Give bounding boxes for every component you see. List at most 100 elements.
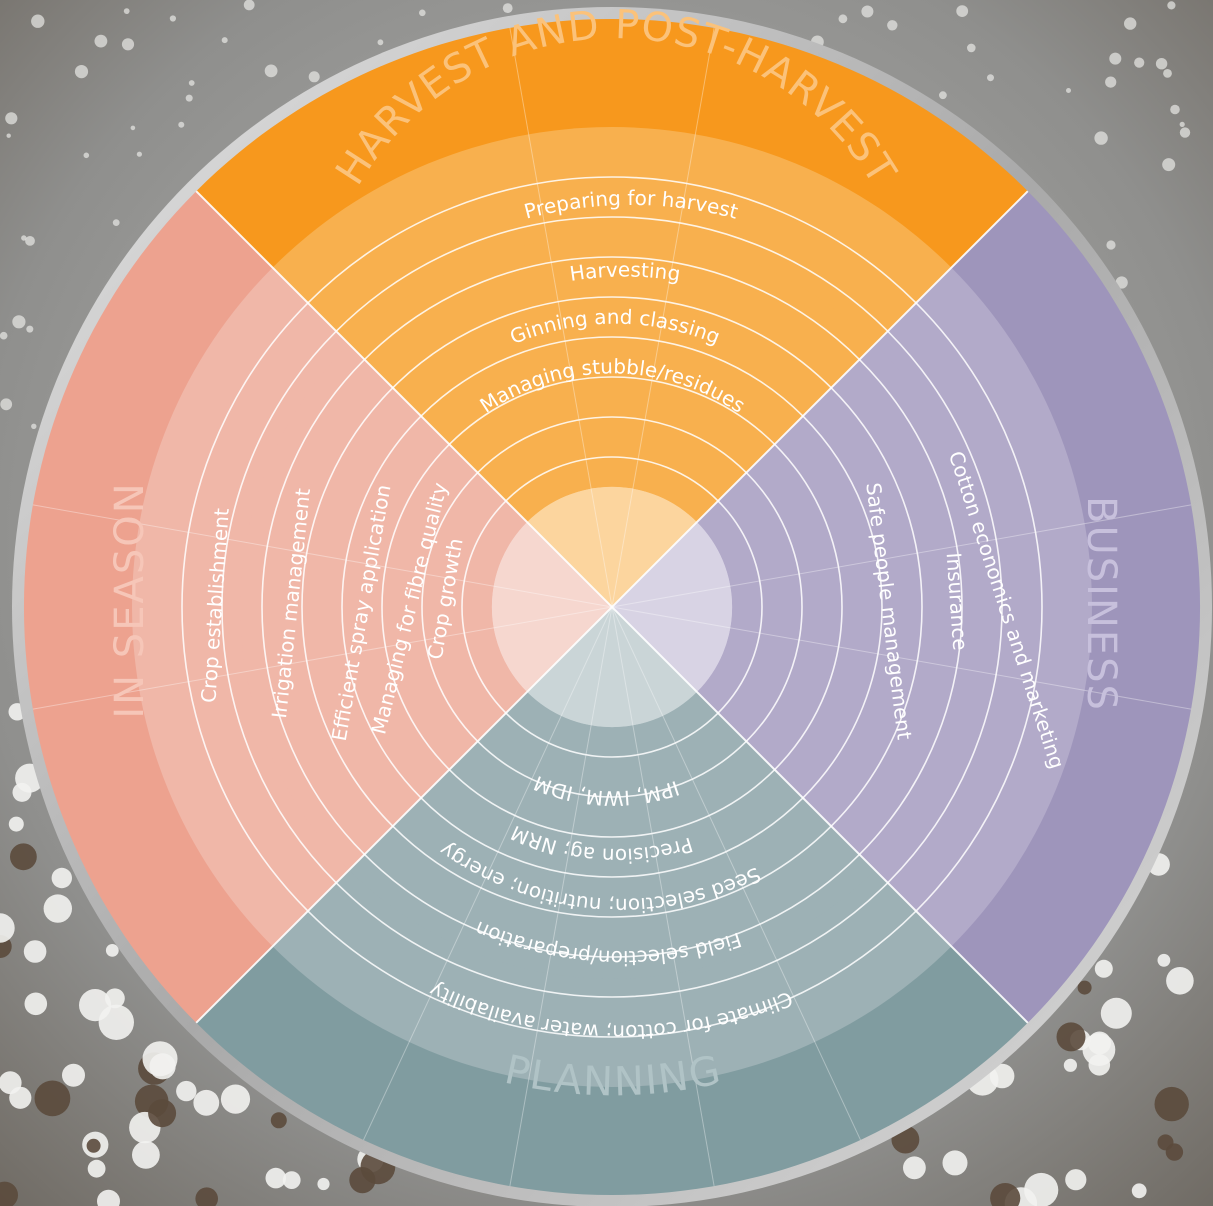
cotton-boll (887, 20, 898, 31)
cotton-boll (1154, 1086, 1189, 1122)
ring-line (301, 296, 923, 918)
cotton-boll (861, 5, 874, 18)
cotton-boll (136, 151, 142, 157)
cotton-boll (942, 1150, 968, 1176)
cotton-boll (148, 1099, 177, 1128)
wedge-business-inner (612, 344, 984, 870)
cotton-boll (0, 913, 15, 943)
cotton-boll (123, 8, 130, 15)
cotton-boll (105, 944, 119, 957)
cotton-boll (1155, 58, 1168, 70)
wedge-in-season-inner (240, 344, 612, 870)
spoke-lines (32, 27, 1192, 1187)
cotton-boll (9, 1086, 32, 1109)
cotton-boll (308, 71, 320, 83)
cotton-boll (86, 1138, 101, 1153)
cotton-boll (1077, 980, 1092, 995)
cotton-boll (51, 867, 72, 889)
ring-line (381, 376, 843, 838)
cotton-boll (62, 1063, 85, 1087)
wedge-planning-inner (349, 607, 875, 979)
cotton-boll (1165, 1143, 1184, 1161)
cotton-boll (31, 14, 45, 28)
cotton-boll (12, 315, 26, 329)
cotton-boll (377, 39, 384, 46)
cotton-boll (1109, 52, 1122, 65)
cotton-boll (130, 125, 136, 131)
spoke-line (611, 504, 1192, 608)
cotton-boll (221, 37, 228, 44)
cotton-boll (419, 9, 426, 17)
cotton-boll (98, 1004, 134, 1040)
cotton-boll (0, 398, 13, 411)
wedge-harvest-inner (349, 235, 875, 608)
cotton-boll (243, 0, 255, 11)
cotton-boll (1115, 276, 1128, 289)
cotton-boll (1162, 158, 1176, 172)
cotton-boll (967, 43, 976, 53)
cotton-boll (317, 1177, 330, 1191)
cotton-boll (1056, 1022, 1086, 1052)
cotton-boll (142, 1041, 178, 1077)
cotton-boll (1170, 104, 1180, 115)
cotton-boll (31, 423, 37, 429)
spoke-line (509, 606, 613, 1187)
cotton-boll (1066, 88, 1071, 93)
cotton-boll (1131, 1183, 1147, 1199)
cotton-boll (270, 1112, 287, 1129)
cotton-boll (1088, 1054, 1111, 1076)
spoke-line (611, 606, 861, 1141)
cotton-boll (97, 1189, 120, 1206)
cotton-boll (195, 1187, 218, 1206)
cotton-boll (264, 64, 278, 78)
ring-line (261, 256, 963, 958)
cotton-boll (10, 843, 37, 871)
cotton-boll (74, 65, 89, 79)
core-planning (527, 607, 697, 728)
spoke-line (611, 27, 715, 608)
cotton-boll (956, 5, 969, 17)
cotton-boll (1100, 997, 1132, 1029)
cotton-boll (282, 1171, 301, 1189)
cotton-boll (1065, 1169, 1087, 1191)
cotton-boll (1124, 17, 1137, 30)
spoke-line (363, 606, 613, 1141)
cotton-boll (5, 112, 18, 125)
cotton-boll (43, 894, 72, 923)
cotton-boll (903, 1156, 926, 1180)
cotton-boll (169, 15, 176, 22)
cotton-boll (939, 91, 947, 100)
ring-line (221, 216, 1003, 998)
cotton-boll (990, 1183, 1021, 1206)
cotton-boll (1094, 131, 1108, 145)
cotton-boll (8, 816, 24, 832)
ring-line (341, 336, 883, 878)
cotton-boll (987, 74, 994, 82)
cotton-boll (25, 236, 35, 246)
quadrant-title-in-season: IN SEASON (107, 481, 153, 718)
quadrant-title-business: BUSINESS (1078, 496, 1124, 712)
spoke-line (611, 606, 715, 1187)
cotton-boll (87, 1159, 106, 1178)
cotton-boll (94, 34, 108, 48)
spoke-line (32, 606, 613, 710)
cotton-boll (83, 152, 90, 159)
core-in-season (491, 522, 612, 692)
cotton-boll (0, 1181, 18, 1206)
cotton-boll (0, 331, 8, 340)
cotton-boll (1105, 76, 1117, 88)
cotton-boll (1063, 1058, 1077, 1072)
cotton-boll (220, 1084, 251, 1114)
cotton-boll (188, 80, 195, 86)
core-harvest (527, 486, 697, 607)
cotton-boll (178, 121, 185, 128)
cotton-boll (112, 219, 120, 227)
ring-lines (181, 176, 1043, 1038)
cotton-boll (26, 325, 34, 333)
cotton-boll (838, 14, 848, 24)
cotton-boll (23, 940, 47, 963)
ring-line (181, 176, 1043, 1038)
spoke-line (509, 27, 613, 608)
cotton-boll (176, 1080, 197, 1102)
